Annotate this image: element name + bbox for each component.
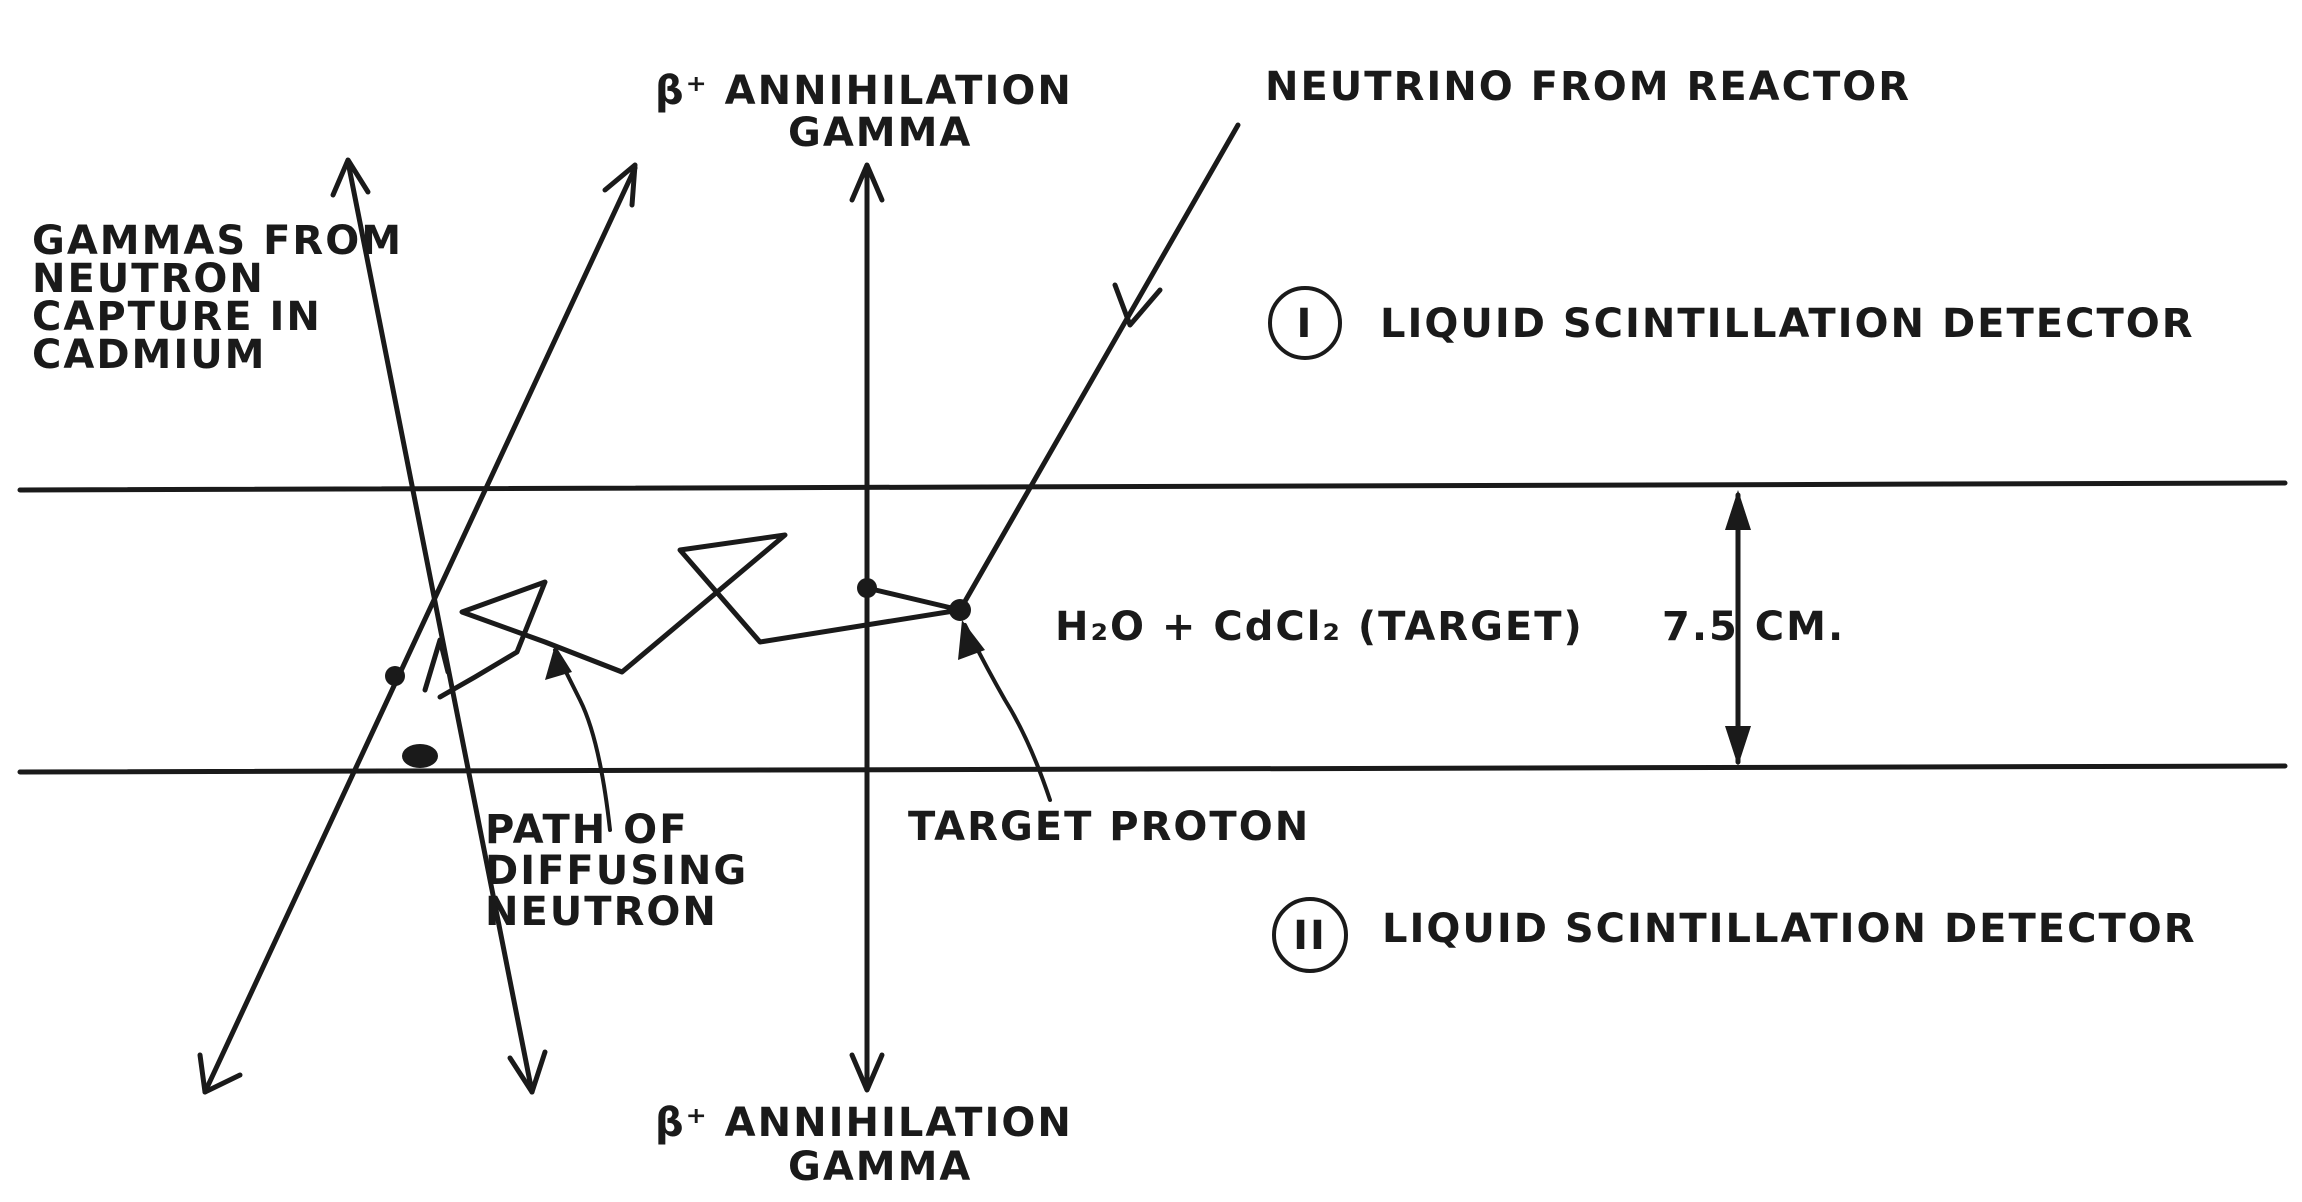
target-bottom-boundary (17, 763, 2288, 775)
path-neutron-pointer (545, 645, 612, 832)
thickness-dimension-arrow (1725, 490, 1751, 766)
capture-gamma-track-1 (197, 162, 638, 1095)
path-neutron-line-3: NEUTRON (485, 889, 718, 935)
positron-track (857, 578, 963, 613)
diffusing-neutron-path (437, 532, 963, 700)
gammas-capture-line-2: NEUTRON (32, 256, 265, 302)
beta-bottom-label: β⁺ ANNIHILATION (655, 1100, 1073, 1146)
target-top-boundary (17, 480, 2288, 493)
detector-2-numeral: II (1293, 913, 1327, 959)
detector-1-numeral: I (1297, 301, 1314, 347)
gammas-capture-line-1: GAMMAS FROM (32, 218, 403, 264)
gammas-capture-line-3: CAPTURE IN (32, 294, 322, 340)
neutrino-label: NEUTRINO FROM REACTOR (1265, 64, 1911, 110)
path-neutron-line-1: PATH OF (485, 807, 689, 853)
target-proton-label: TARGET PROTON (908, 804, 1310, 850)
gamma-bottom-label: GAMMA (788, 1144, 972, 1190)
neutrino-track (957, 122, 1241, 613)
detector-2-label: LIQUID SCINTILLATION DETECTOR (1382, 906, 2197, 952)
detector-1-label: LIQUID SCINTILLATION DETECTOR (1380, 301, 2195, 347)
capture-gamma-track-2 (330, 157, 548, 1095)
beta-top-label: β⁺ ANNIHILATION (655, 68, 1073, 114)
target-proton-pointer (958, 620, 1052, 802)
gamma-top-label: GAMMA (788, 110, 972, 156)
target-label: H₂O + CdCl₂ (TARGET) (1055, 604, 1584, 650)
detector-2-circle (1272, 897, 1348, 973)
thickness-label: 7.5 CM. (1662, 604, 1845, 650)
gammas-capture-line-4: CADMIUM (32, 332, 267, 378)
path-neutron-line-2: DIFFUSING (485, 848, 748, 894)
capture-blob (402, 744, 438, 768)
detector-1-circle (1268, 286, 1342, 360)
